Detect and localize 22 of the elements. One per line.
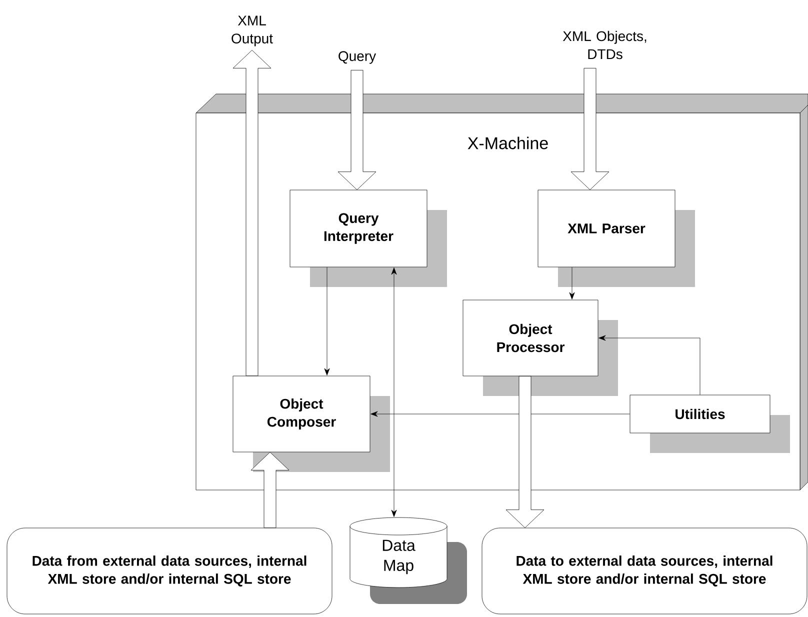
component-box: XML Parser xyxy=(538,190,695,287)
arrow xyxy=(370,411,630,417)
machine-label: X-Machine xyxy=(468,136,548,150)
component-box: Object Processor xyxy=(462,300,618,396)
io-label: XML Output xyxy=(232,16,273,46)
arrow xyxy=(569,267,575,300)
data-box: Data to external data sources, internal XML store and/or internal SQL store xyxy=(482,528,808,614)
arrow xyxy=(391,268,397,517)
component-box: Utilities xyxy=(630,394,790,453)
io-label: Query xyxy=(338,51,376,64)
block-arrow xyxy=(506,376,544,528)
component-box: Object Composer xyxy=(232,376,390,472)
block-arrow xyxy=(570,68,610,190)
block-arrow xyxy=(338,70,376,190)
io-label: XML Objects, DTDs xyxy=(562,30,646,60)
block-arrow xyxy=(232,50,272,376)
data-box: Data from external data sources, internal XML store and/or internal SQL store xyxy=(6,528,332,614)
arrow xyxy=(324,267,330,376)
arrow xyxy=(598,335,700,395)
component-box: Query Interpreter xyxy=(290,190,447,287)
block-arrow xyxy=(250,452,290,528)
database-cylinder: Data Map xyxy=(350,517,467,604)
